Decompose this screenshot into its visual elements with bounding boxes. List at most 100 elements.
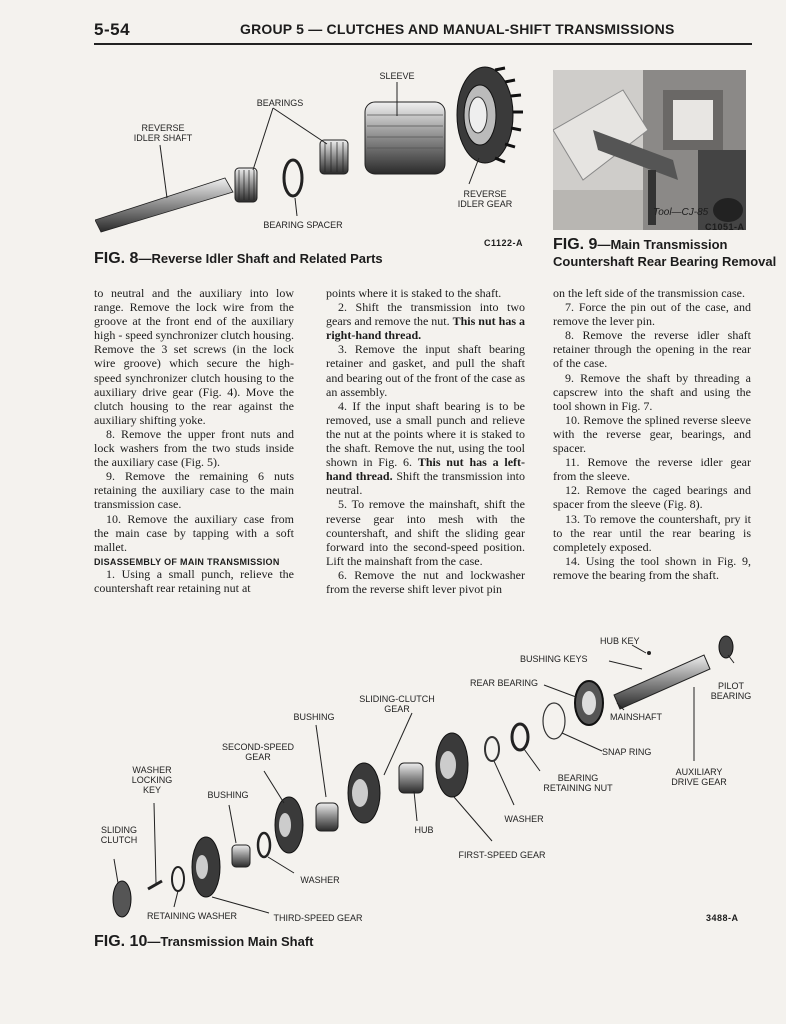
paragraph: 14. Using the tool shown in Fig. 9, remo…	[553, 553, 751, 582]
bearing-spacer	[282, 158, 304, 198]
fig8-label-bearings: BEARINGS	[256, 98, 304, 108]
fig10-label-bushing-left: BUSHING	[207, 790, 249, 800]
sleeve	[364, 101, 446, 175]
fig9-caption-text-1: —Main Transmission	[597, 237, 728, 252]
fig8-label-reverse-idler-gear-1: REVERSE	[463, 189, 507, 199]
washer-right	[484, 736, 500, 762]
fig10-label-retaining-washer: RETAINING WASHER	[146, 911, 237, 921]
page-number: 5-54	[94, 20, 131, 39]
fig10-label-hub: HUB	[414, 825, 434, 835]
paragraph: to neutral and the auxiliary into low ra…	[94, 286, 294, 427]
retaining-washer	[171, 866, 185, 892]
fig9-caption: FIG. 9—Main Transmission Countershaft Re…	[553, 236, 776, 270]
paragraph: 11. Remove the reverse idler gear from t…	[553, 455, 751, 484]
hub	[398, 762, 424, 794]
paragraph: 9. Remove the shaft by threading a capsc…	[553, 370, 751, 413]
sliding-clutch	[112, 880, 132, 918]
paragraph: 7. Force the pin out of the case, and re…	[553, 300, 751, 329]
fig10-label-second-speed-gear-1: SECOND-SPEED	[221, 742, 294, 752]
paragraph: 4. If the input shaft bearing is to be r…	[326, 399, 525, 498]
fig10-illustration	[112, 635, 735, 918]
bearing-1	[234, 167, 258, 203]
paragraph: 9. Remove the remaining 6 nuts retaining…	[94, 469, 294, 512]
snap-ring	[542, 702, 566, 740]
paragraph: on the left side of the transmission cas…	[553, 286, 745, 300]
paragraph: 2. Shift the transmission into two gears…	[326, 300, 525, 342]
fig10-label-snap-ring: SNAP RING	[602, 747, 652, 757]
locking-key	[147, 879, 163, 891]
fig10-caption: FIG. 10—Transmission Main Shaft	[94, 933, 314, 951]
bushing-top	[315, 802, 339, 832]
text-column-3: on the left side of the transmission cas…	[553, 286, 751, 582]
fig10-label-mainshaft: MAINSHAFT	[610, 712, 663, 722]
paragraph: 6. Remove the nut and lockwasher from th…	[326, 567, 525, 596]
washer-bottom	[256, 831, 272, 859]
fig10-label-hub-key: HUB KEY	[600, 636, 640, 646]
fig10-label-washer-bottom: WASHER	[300, 875, 340, 885]
fig8-label-reverse-idler-shaft-2: IDLER SHAFT	[133, 133, 193, 143]
fig8-caption: FIG. 8—Reverse Idler Shaft and Related P…	[94, 250, 383, 268]
text-column-2: points where it is staked to the shaft. …	[326, 286, 525, 596]
fig10-label-sliding-clutch-2: CLUTCH	[100, 835, 138, 845]
paragraph: 10. Remove the splined reverse sleeve wi…	[553, 412, 751, 456]
header-rule	[94, 43, 752, 45]
fig10-label-sliding-clutch-gear-1: SLIDING-CLUTCH	[359, 694, 435, 704]
paragraph: 1. Using a small punch, relieve the coun…	[94, 566, 294, 595]
fig10-label-bushing-keys: BUSHING KEYS	[520, 654, 588, 664]
fig10-label-washer-locking-key-1: WASHER	[132, 765, 172, 775]
paragraph: 8. Remove the upper front nuts and lock …	[94, 426, 294, 470]
fig10-label-pilot-bearing-2: BEARING	[710, 691, 752, 701]
paragraph: 8. Remove the reverse idler shaft retain…	[553, 328, 751, 371]
fig9-caption-text-2: Countershaft Rear Bearing Removal	[553, 254, 777, 269]
bearing-2	[319, 139, 349, 175]
fig8-label-reverse-idler-gear-2: IDLER GEAR	[457, 199, 513, 209]
fig10-label-pilot-bearing-1: PILOT	[717, 681, 744, 691]
fig10-label-rear-bearing: REAR BEARING	[470, 678, 539, 688]
fig8-caption-text: —Reverse Idler Shaft and Related Parts	[138, 251, 383, 266]
fig10-label-auxiliary-drive-gear-2: DRIVE GEAR	[671, 777, 727, 787]
paragraph: 3. Remove the input shaft bearing retain…	[326, 342, 525, 399]
fig10-label-bearing-retaining-nut-1: BEARING	[557, 773, 599, 783]
fig10-caption-number: FIG. 10	[94, 933, 148, 950]
reverse-idler-gear	[456, 66, 523, 164]
page-header-title: GROUP 5 — CLUTCHES AND MANUAL-SHIFT TRAN…	[240, 21, 675, 37]
fig10-label-third-speed-gear: THIRD-SPEED GEAR	[273, 913, 363, 923]
paragraph-bold: This nut has a left-hand thread.	[326, 455, 526, 484]
fig8-label-sleeve: SLEEVE	[379, 71, 415, 81]
paragraph: 13. To remove the countershaft, pry it t…	[553, 511, 751, 554]
bearing-retaining-nut	[510, 722, 530, 752]
paragraph: 12. Remove the caged bearings and spacer…	[553, 483, 751, 512]
text-column-1: to neutral and the auxiliary into low ra…	[94, 286, 294, 595]
paragraph: 10. Remove the auxiliary case from the m…	[94, 511, 294, 554]
fig10-caption-text: —Transmission Main Shaft	[147, 934, 314, 949]
fig10-label-second-speed-gear-2: GEAR	[245, 752, 271, 762]
paragraph-bold: This nut has a right-hand thread.	[326, 314, 525, 343]
fig10-label-washer-right: WASHER	[504, 814, 544, 824]
mainshaft	[613, 654, 711, 710]
fig9-photo	[553, 70, 746, 230]
fig10-label-bearing-retaining-nut-2: RETAINING NUT	[543, 783, 613, 793]
reverse-idler-shaft	[95, 177, 234, 233]
fig8-caption-number: FIG. 8	[94, 250, 139, 267]
fig8-label-reverse-idler-shaft-1: REVERSE	[141, 123, 185, 133]
paragraph-text: 2. Shift the transmission into two gears…	[326, 300, 525, 329]
fig9-code: C1051-A	[705, 222, 745, 232]
fig10-label-sliding-clutch-1: SLIDING	[100, 825, 137, 835]
fig10-label-sliding-clutch-gear-2: GEAR	[384, 704, 410, 714]
section-heading: DISASSEMBLY OF MAIN TRANSMISSION	[94, 556, 280, 567]
fig8-label-bearing-spacer: BEARING SPACER	[263, 220, 343, 230]
fig10-code: 3488-A	[706, 913, 739, 923]
paragraph: points where it is staked to the shaft.	[326, 286, 502, 300]
fig10-label-washer-locking-key-3: KEY	[142, 785, 161, 795]
paragraph-text: Shift the transmission into neutral.	[326, 469, 525, 498]
fig10-label-washer-locking-key-2: LOCKING	[131, 775, 173, 785]
fig8-code: C1122-A	[484, 238, 524, 248]
fig10-label-auxiliary-drive-gear-1: AUXILIARY	[675, 767, 723, 777]
paragraph-text: 4. If the input shaft bearing is to be r…	[326, 398, 525, 470]
paragraph: 5. To remove the mainshaft, shift the re…	[326, 497, 525, 568]
pilot-bearing	[718, 635, 734, 659]
bushing-left	[231, 844, 251, 868]
fig8-illustration	[95, 66, 523, 233]
fig10-label-bushing-top: BUSHING	[293, 712, 335, 722]
fig9-caption-number: FIG. 9	[553, 236, 598, 253]
